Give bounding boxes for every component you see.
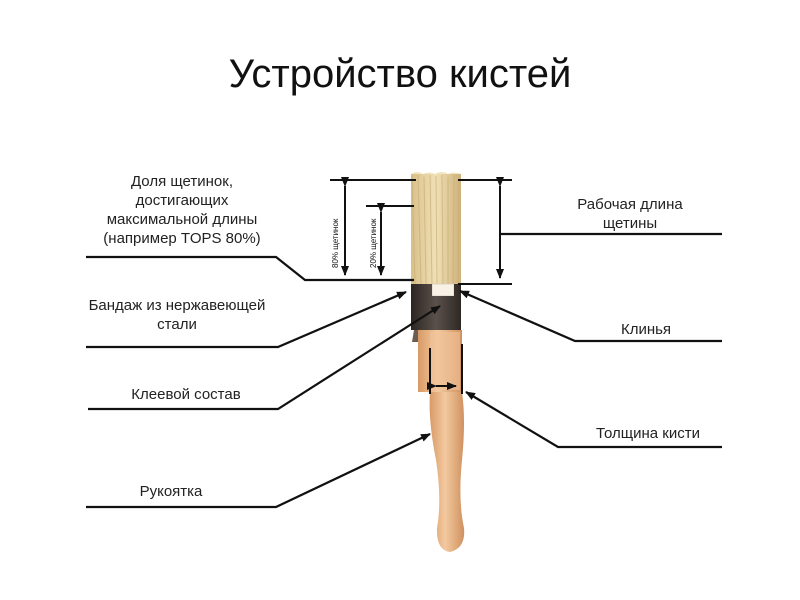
leader-wedges — [459, 289, 722, 343]
leader-adhesive — [88, 305, 441, 411]
handle — [429, 392, 465, 552]
label-ferrule: Бандаж из нержавеющей стали — [88, 297, 266, 333]
leader-thickness — [465, 391, 722, 449]
label-20-percent: 20% щетинок — [369, 218, 378, 268]
leader-lines — [86, 232, 722, 509]
dimension-lines — [330, 177, 512, 394]
handle-block — [418, 330, 462, 392]
label-handle: Рукоятка — [139, 483, 203, 500]
leader-handle — [86, 433, 431, 509]
label-tips-share: Доля щетинок, достигающих максимальной д… — [103, 173, 261, 247]
page-title: Устройство кистей — [228, 52, 572, 96]
label-thickness: Толщина кисти — [596, 425, 700, 442]
bristles — [411, 172, 461, 285]
leader-ferrule — [86, 290, 407, 349]
label-working-length: Рабочая длина щетины — [577, 196, 683, 232]
wedges-band — [431, 283, 455, 297]
label-adhesive: Клеевой состав — [131, 386, 241, 403]
leader-tips-share — [86, 255, 414, 282]
label-80-percent: 80% щетинок — [331, 218, 340, 268]
brush — [411, 172, 465, 552]
label-wedges: Клинья — [620, 321, 672, 338]
